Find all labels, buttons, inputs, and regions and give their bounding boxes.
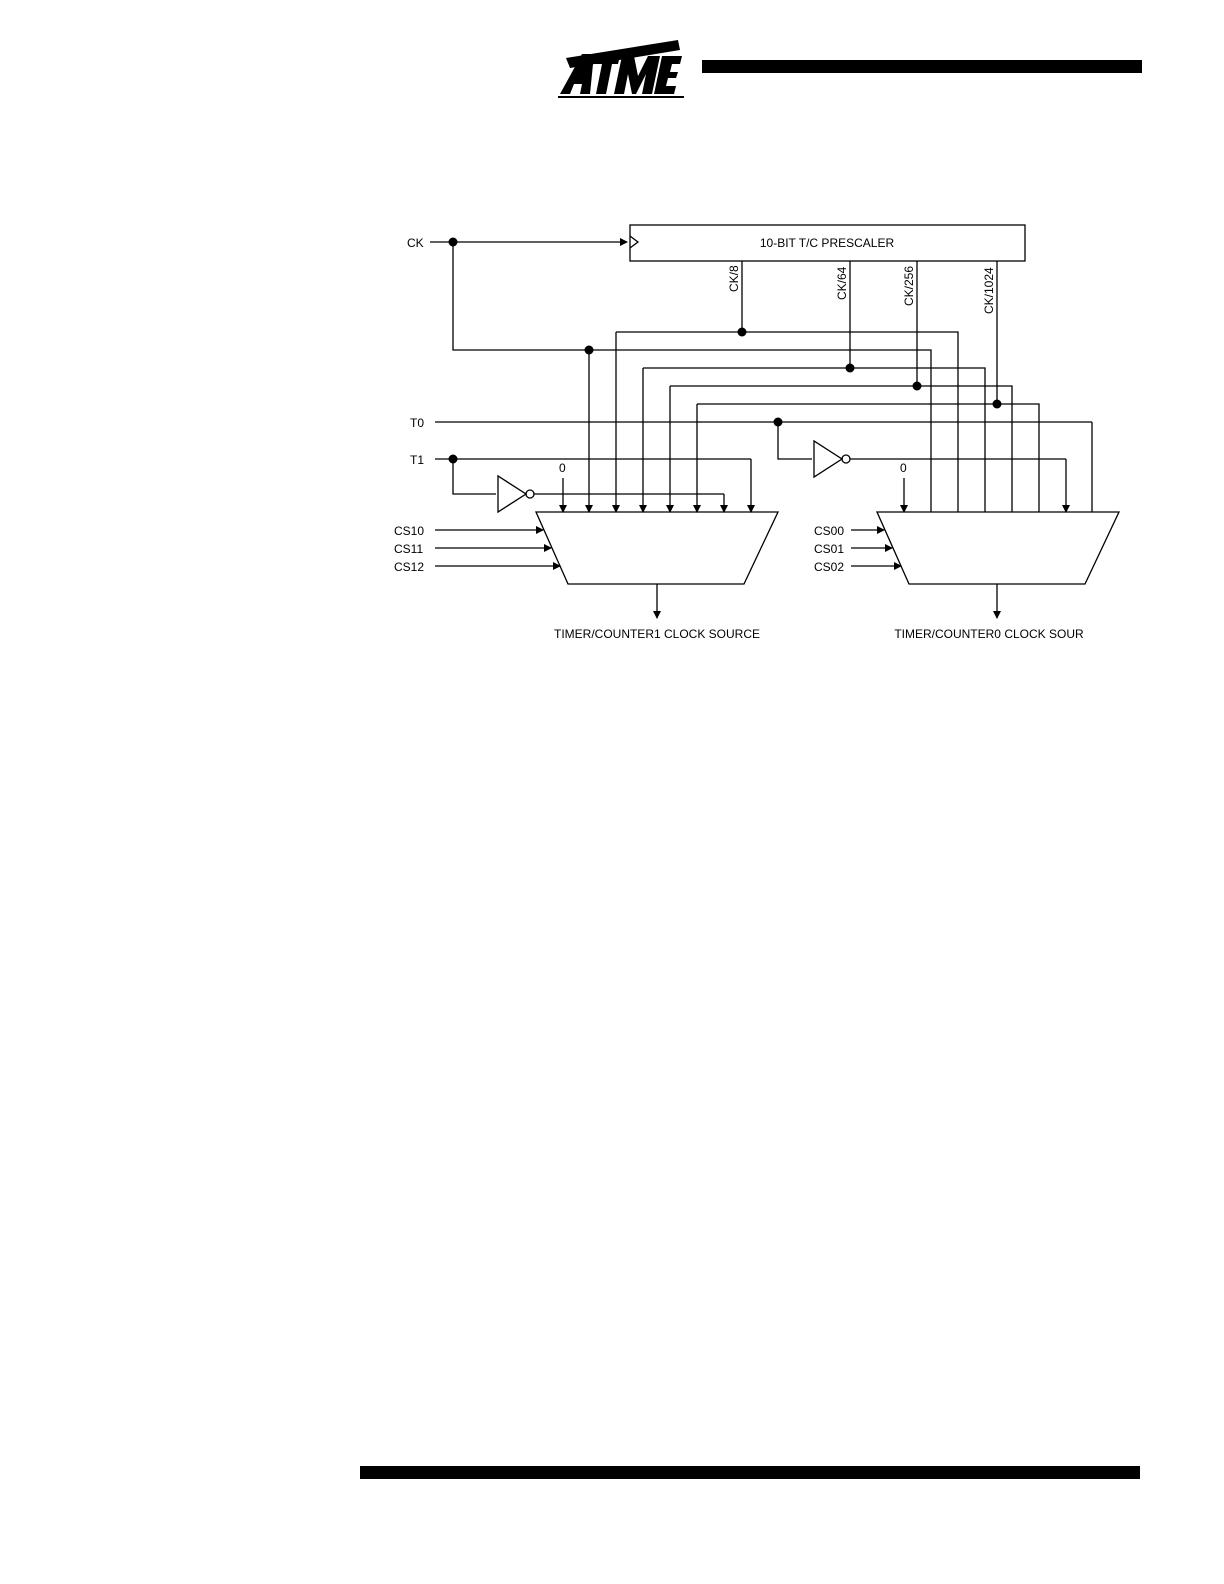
input-label-t0: T0 (410, 416, 424, 430)
junction-ck (449, 238, 458, 247)
junction-ck64 (846, 364, 855, 373)
mux-timer1 (536, 512, 778, 584)
prescaler-label: 10-BIT T/C PRESCALER (760, 236, 895, 250)
mux-timer0 (877, 512, 1119, 584)
zero-label-mux1: 0 (559, 461, 566, 475)
select-label-cs11: CS11 (394, 542, 423, 556)
junction-ck256 (913, 382, 922, 391)
prescaler-diagram: 10-BIT T/C PRESCALER CK/8 CK/64 CK/256 C… (380, 210, 1140, 660)
atmel-logo (556, 36, 686, 98)
zero-label-mux0: 0 (900, 461, 907, 475)
select-label-cs10: CS10 (394, 524, 424, 538)
select-label-cs01: CS01 (814, 542, 844, 556)
input-label-t1: T1 (410, 453, 424, 467)
header-rule (702, 60, 1142, 73)
junction-t1 (449, 455, 458, 464)
tap-label-ck1024: CK/1024 (982, 267, 996, 314)
tap-label-ck8: CK/8 (727, 265, 741, 292)
junction-t0 (774, 418, 783, 427)
tap-label-ck64: CK/64 (835, 266, 849, 300)
output-label-timer0: TIMER/COUNTER0 CLOCK SOUR (894, 627, 1084, 641)
junction-ck-bus (585, 346, 594, 355)
junction-ck8 (738, 328, 747, 337)
footer-rule (360, 1466, 1140, 1479)
select-label-cs02: CS02 (814, 560, 844, 574)
junction-ck1024 (993, 400, 1002, 409)
select-label-cs12: CS12 (394, 560, 424, 574)
select-label-cs00: CS00 (814, 524, 844, 538)
input-label-ck: CK (407, 236, 424, 250)
tap-label-ck256: CK/256 (902, 266, 916, 306)
output-label-timer1: TIMER/COUNTER1 CLOCK SOURCE (554, 627, 760, 641)
